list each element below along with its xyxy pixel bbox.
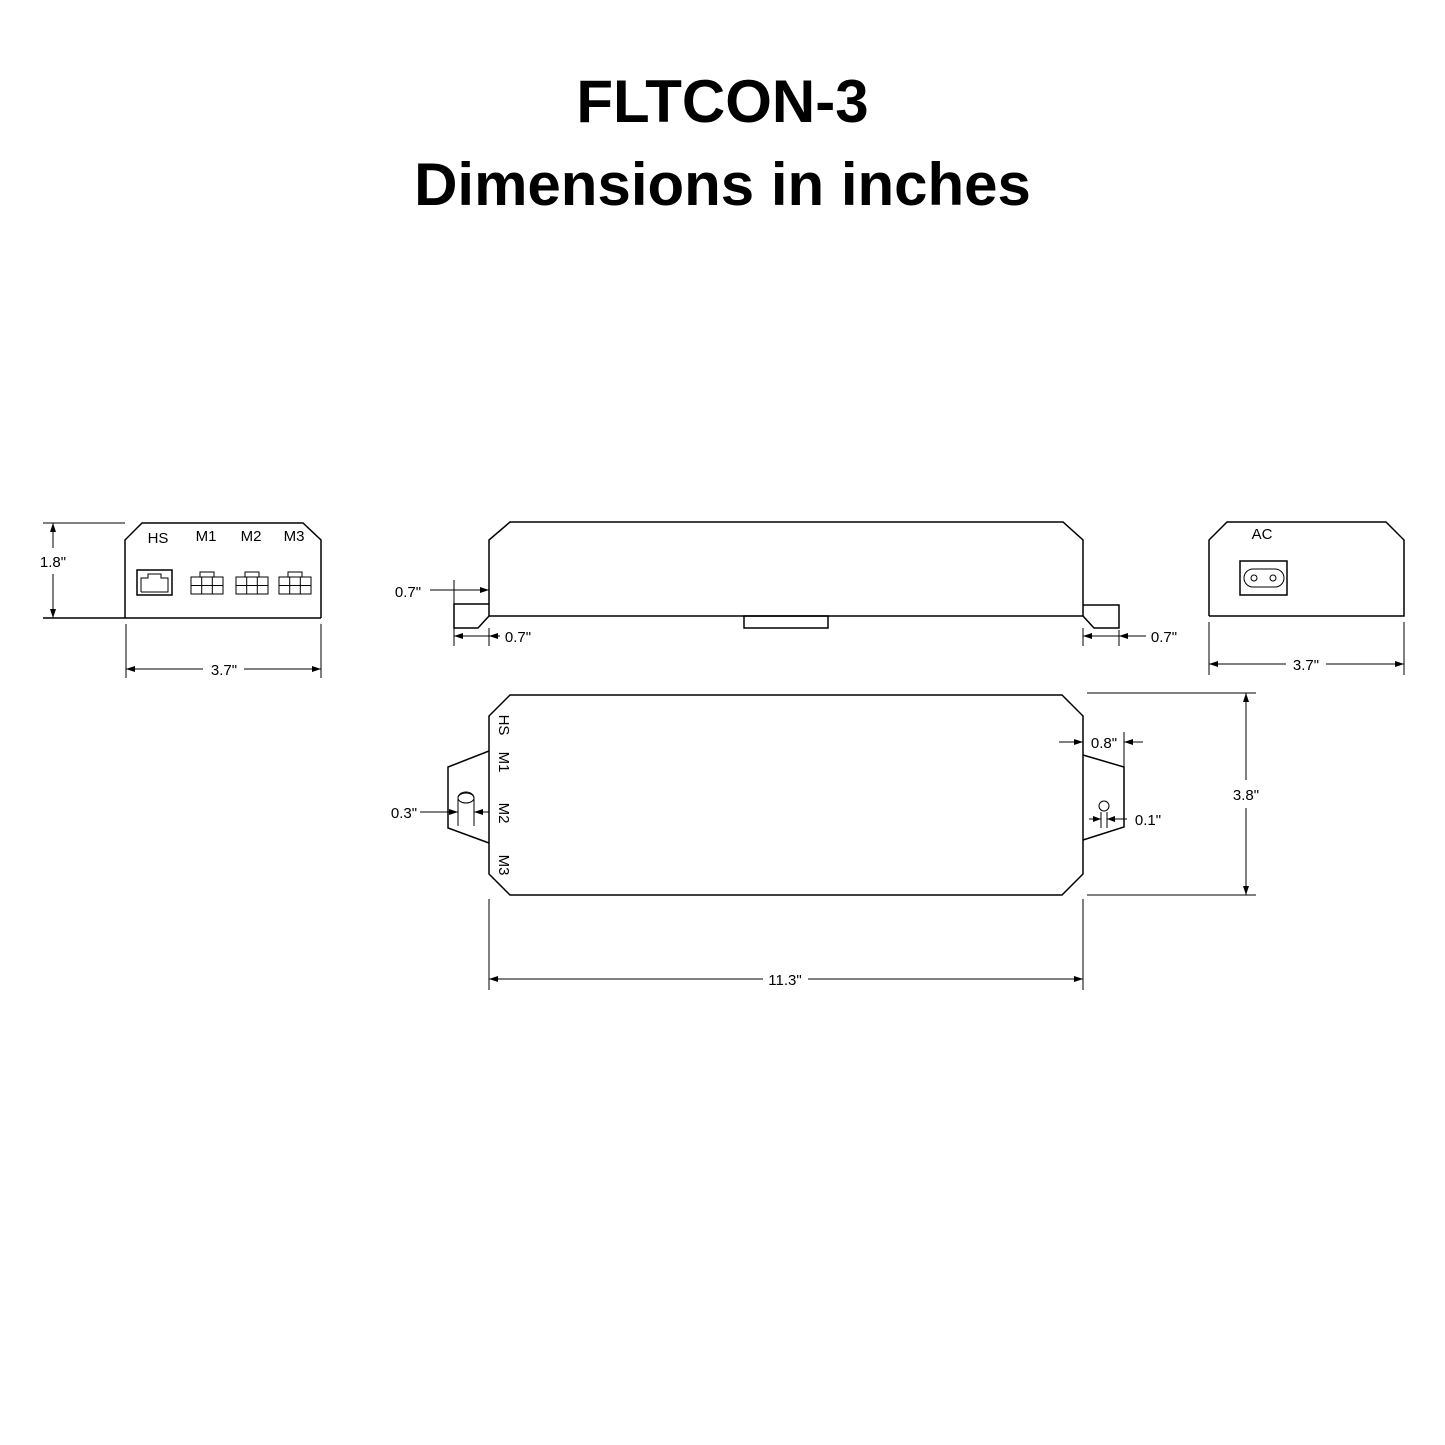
page-title: FLTCON-3 xyxy=(576,68,869,135)
top-depth-dimension xyxy=(1087,692,1256,896)
side-view: 0.7" 0.7" 0.7" xyxy=(395,521,1177,646)
front-port-label-m3: M3 xyxy=(284,528,305,545)
page-subtitle: Dimensions in inches xyxy=(414,151,1031,218)
top-left-tab xyxy=(420,750,490,844)
top-port-label-m3: M3 xyxy=(495,855,512,876)
molex-port-m2-icon xyxy=(235,571,269,595)
top-left-hole-label: 0.3" xyxy=(391,805,417,822)
top-right-tab-label: 0.8" xyxy=(1091,735,1117,752)
front-view: HS M1 M2 M3 xyxy=(40,522,322,679)
side-left-tab-width-dimension xyxy=(454,633,500,639)
ethernet-port-icon xyxy=(136,569,173,596)
side-view-outline xyxy=(488,521,1084,616)
side-right-tab-width-dimension xyxy=(1083,633,1146,639)
front-width-label: 3.7" xyxy=(211,662,237,679)
front-port-label-hs: HS xyxy=(148,530,169,547)
top-port-label-m1: M1 xyxy=(495,752,512,773)
ac-power-port-icon xyxy=(1239,560,1288,596)
front-height-label: 1.8" xyxy=(40,554,66,571)
front-port-label-m2: M2 xyxy=(241,528,262,545)
top-port-label-hs: HS xyxy=(495,715,512,736)
top-port-label-m2: M2 xyxy=(495,803,512,824)
side-left-tab xyxy=(453,580,490,646)
front-view-outline xyxy=(124,522,322,618)
molex-port-m1-icon xyxy=(190,571,224,595)
top-view-outline xyxy=(488,694,1084,896)
side-right-tab-width-label: 0.7" xyxy=(1151,629,1177,646)
side-left-tab-width-label: 0.7" xyxy=(505,629,531,646)
back-port-label-ac: AC xyxy=(1252,526,1273,543)
side-left-tab-height-dimension xyxy=(430,587,489,593)
front-width-dimension xyxy=(125,624,322,678)
top-right-hole-label: 0.1" xyxy=(1135,812,1161,829)
front-port-label-m1: M1 xyxy=(196,528,217,545)
side-right-tab xyxy=(1082,604,1120,646)
top-view: HS M1 M2 M3 0.3" xyxy=(391,692,1259,990)
front-height-dimension xyxy=(50,523,56,618)
molex-port-m3-icon xyxy=(278,571,312,595)
side-view-foot xyxy=(743,615,829,629)
top-right-tab xyxy=(1059,732,1143,841)
back-width-dimension xyxy=(1208,622,1405,675)
top-depth-label: 3.8" xyxy=(1233,787,1259,804)
back-view-outline xyxy=(1208,521,1405,617)
back-width-label: 3.7" xyxy=(1293,657,1319,674)
back-view: AC 3.7" xyxy=(1208,521,1405,675)
top-length-dimension xyxy=(488,899,1084,990)
top-length-label: 11.3" xyxy=(768,972,801,989)
side-left-tab-height-label: 0.7" xyxy=(395,584,421,601)
